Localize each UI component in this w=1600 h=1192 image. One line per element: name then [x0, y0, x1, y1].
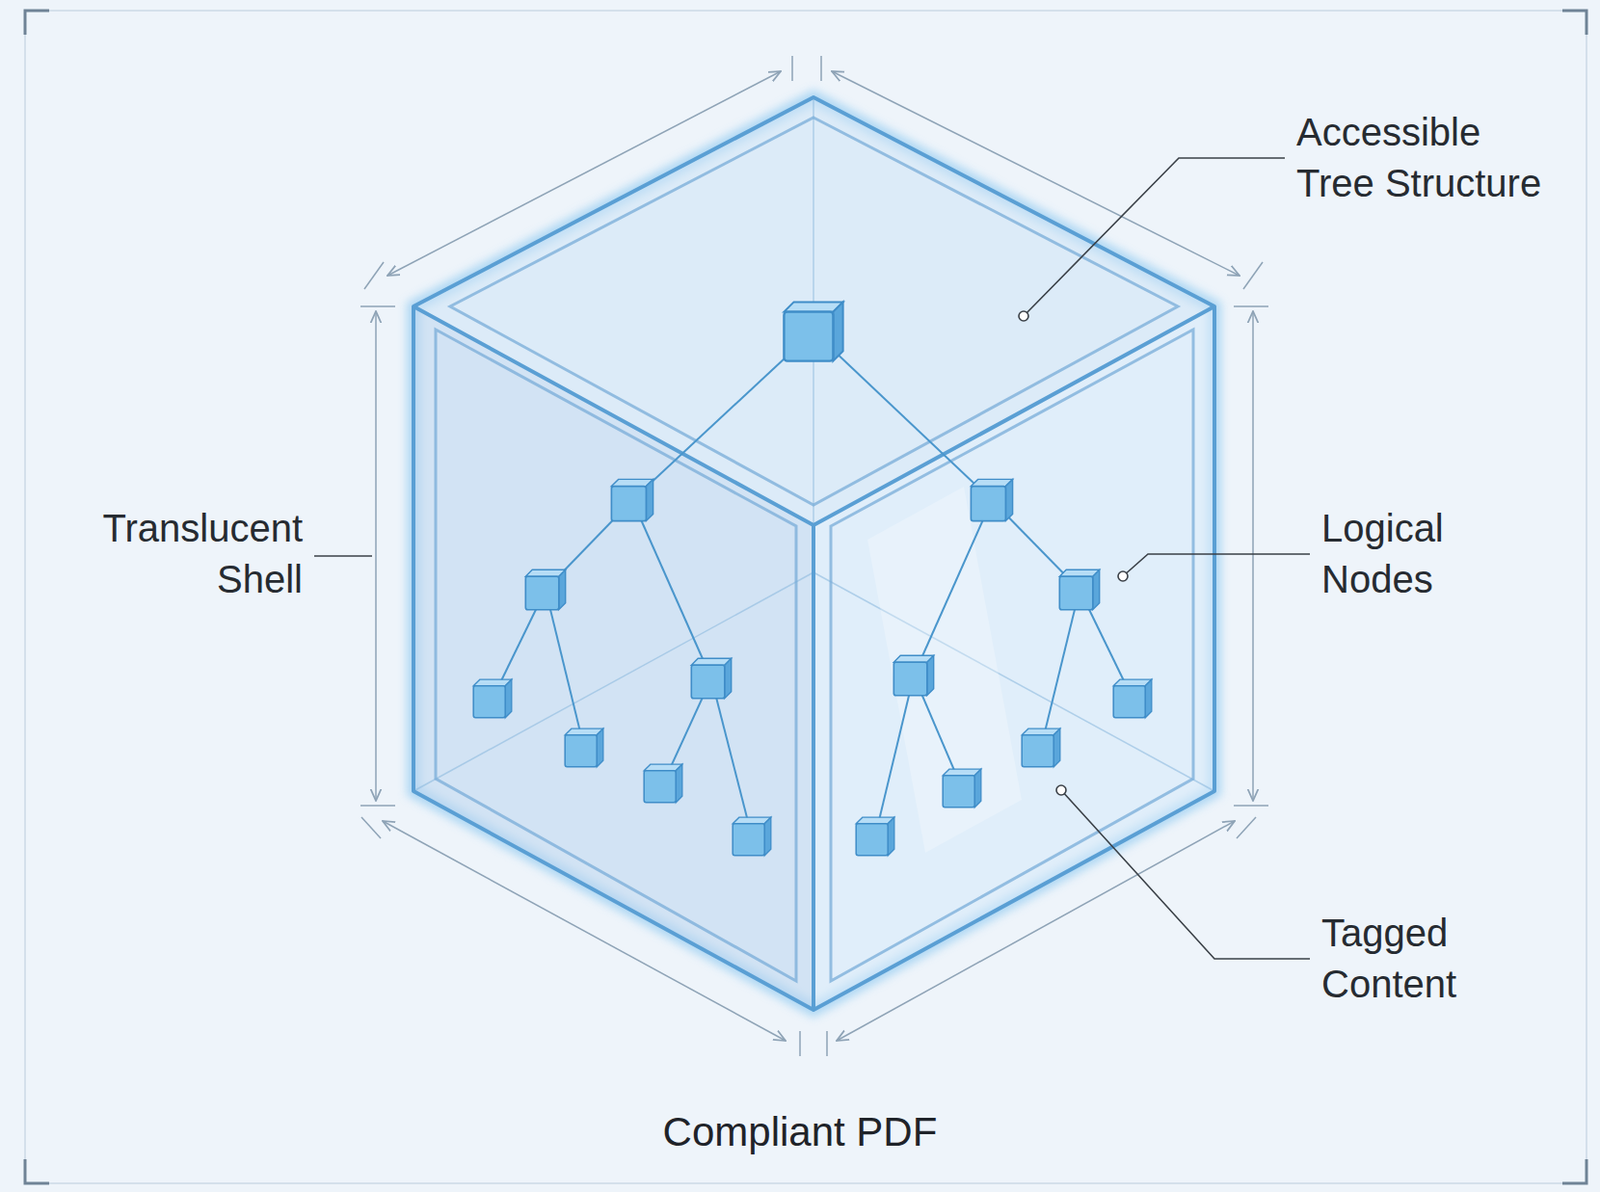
corner-brackets	[25, 10, 1587, 1184]
callout-label: Accessible Tree Structure	[1296, 106, 1555, 210]
tree-blocks	[473, 301, 1152, 855]
label-holder: Logical Nodes	[1321, 503, 1515, 606]
callout-label: Translucent Shell	[71, 503, 303, 606]
tree-lines	[492, 331, 1133, 837]
translucent-cube	[413, 97, 1215, 1011]
callout-label: Logical Nodes	[1321, 503, 1515, 606]
caption: Compliant PDF	[0, 1105, 1600, 1160]
label-holder: Translucent Shell	[71, 503, 303, 606]
leader-lines	[314, 158, 1310, 960]
frame	[25, 10, 1587, 1184]
label-holder: Accessible Tree Structure	[1296, 106, 1555, 210]
caption-holder: Compliant PDF	[0, 1105, 1600, 1160]
leader-dots	[1018, 311, 1128, 796]
label-holder: Tagged Content	[1321, 907, 1515, 1011]
callout-label: Tagged Content	[1321, 907, 1515, 1011]
